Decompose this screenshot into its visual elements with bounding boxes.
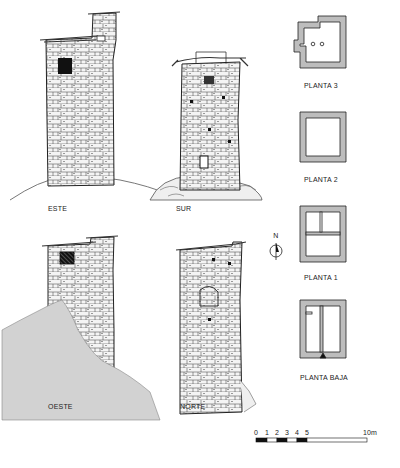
north-arrow [270, 243, 282, 260]
scale-number: 0 [254, 429, 258, 437]
north-elevation [176, 242, 256, 414]
scale-number: 2 [275, 429, 279, 437]
west-elevation [2, 236, 160, 420]
scale-number: 3 [285, 429, 289, 437]
south-elevation [150, 52, 262, 200]
view-label: NORTE [180, 403, 205, 411]
plan-label: PLANTA 2 [304, 176, 338, 184]
plan-label: PLANTA 3 [304, 82, 338, 90]
scale-number: 10m [363, 429, 377, 437]
floor-plans [294, 16, 346, 358]
north-label: N [273, 232, 278, 240]
view-label: OESTE [48, 403, 73, 411]
scale-number: 5 [305, 429, 309, 437]
plan-label: PLANTA 1 [304, 274, 338, 282]
east-elevation [10, 12, 170, 200]
scale-number: 1 [265, 429, 269, 437]
plan-label: PLANTA BAJA [300, 374, 348, 382]
view-label: SUR [176, 205, 191, 213]
view-label: ESTE [48, 205, 67, 213]
scale-number: 4 [295, 429, 299, 437]
scale-bar [256, 438, 367, 442]
